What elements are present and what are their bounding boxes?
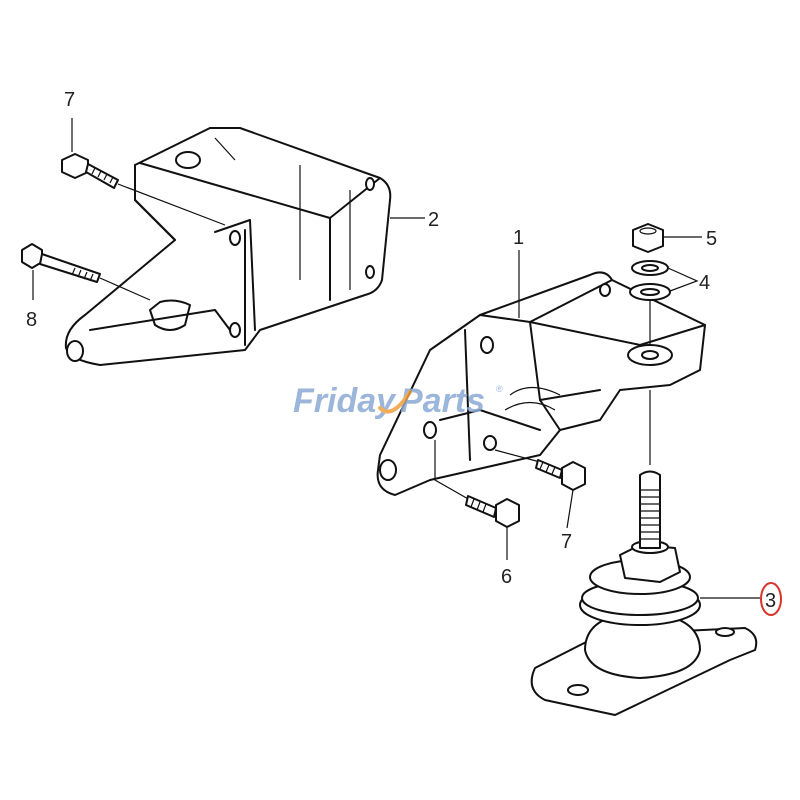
bolt-7-right[interactable] bbox=[494, 449, 586, 491]
callout-6: 6 bbox=[501, 566, 512, 588]
leader-lines bbox=[32, 118, 760, 599]
watermark-registered: ® bbox=[496, 384, 503, 394]
callout-7-right: 7 bbox=[561, 531, 572, 553]
callout-4: 4 bbox=[699, 272, 710, 294]
bracket-right[interactable] bbox=[376, 271, 706, 496]
watermark-friday: Friday bbox=[293, 382, 397, 420]
bolt-7-left[interactable] bbox=[61, 153, 226, 226]
watermark-parts: Parts bbox=[400, 382, 485, 420]
bolt-6[interactable] bbox=[434, 440, 520, 528]
callout-2: 2 bbox=[428, 209, 439, 231]
engine-mount-3[interactable] bbox=[530, 470, 758, 716]
watermark-logo: Friday Parts ® bbox=[293, 382, 503, 420]
bracket-left[interactable] bbox=[64, 127, 392, 366]
callout-7-left: 7 bbox=[64, 89, 75, 111]
callout-3: 3 bbox=[765, 590, 776, 612]
callout-3-highlight-circle bbox=[760, 582, 782, 616]
callout-8: 8 bbox=[26, 309, 37, 331]
callout-1: 1 bbox=[513, 227, 524, 249]
watermark-swoosh bbox=[378, 390, 412, 414]
nut-5[interactable] bbox=[632, 223, 664, 253]
callout-5: 5 bbox=[706, 228, 717, 250]
washers-4[interactable] bbox=[629, 260, 671, 301]
bolt-8[interactable] bbox=[21, 243, 151, 301]
